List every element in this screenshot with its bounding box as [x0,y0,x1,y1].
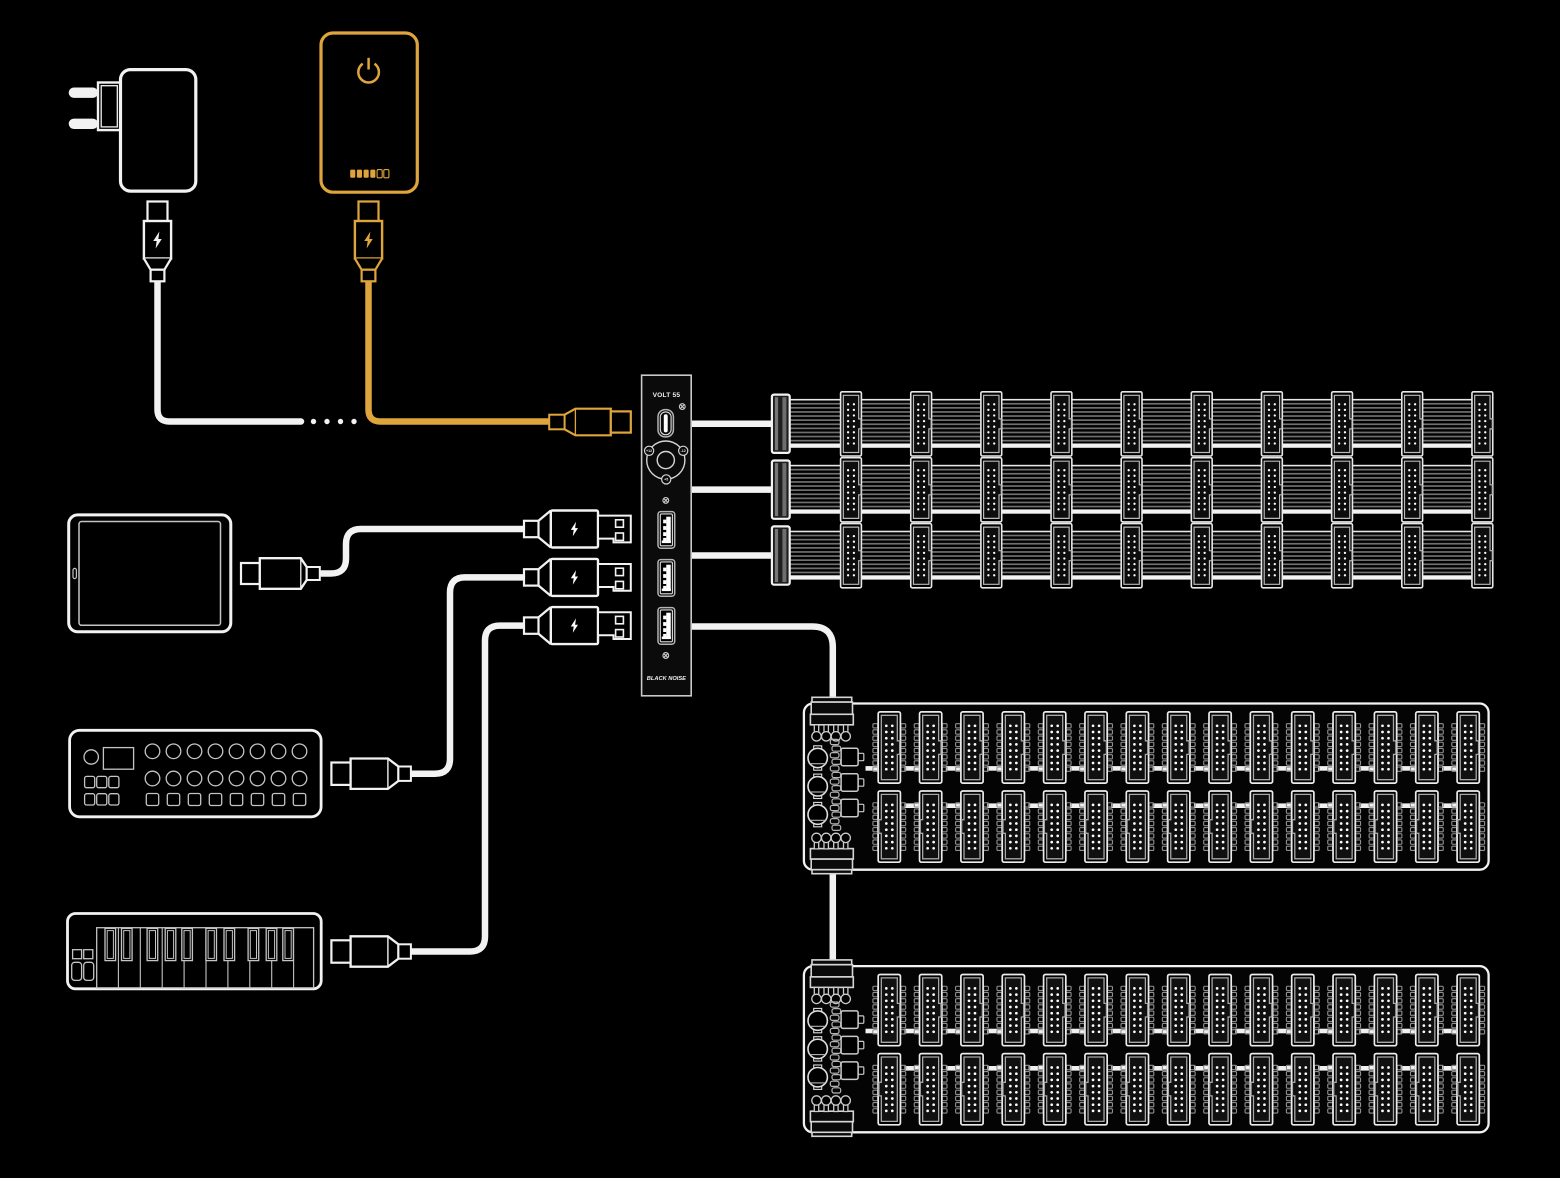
svg-text:-12: -12 [681,449,686,453]
svg-text:+12: +12 [646,449,652,453]
svg-text:VOLT 55: VOLT 55 [653,392,681,399]
svg-text:+5: +5 [664,478,668,482]
svg-text:BLACK NOISE: BLACK NOISE [647,676,686,682]
